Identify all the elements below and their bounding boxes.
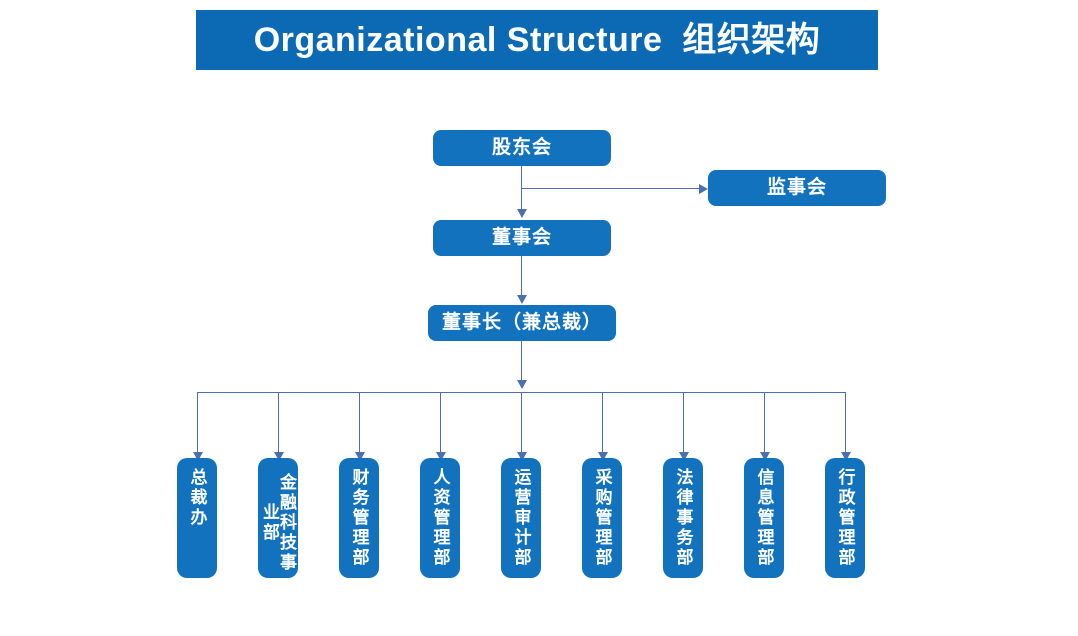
connector-drop-5 xyxy=(521,392,522,454)
connector-drop-9 xyxy=(845,392,846,454)
connector-drop-8 xyxy=(764,392,765,454)
arrow-down-icon-dept-9 xyxy=(841,452,851,461)
node-department-9-label: 行政管理部 xyxy=(835,468,855,568)
arrow-right-icon-supervisors xyxy=(699,184,708,194)
page-title: Organizational Structure 组织架构 xyxy=(253,21,821,59)
node-department-2[interactable]: 金融科技事业部 xyxy=(258,458,298,578)
node-department-6[interactable]: 采购管理部 xyxy=(582,458,622,578)
node-department-5[interactable]: 运营审计部 xyxy=(501,458,541,578)
node-supervisors-label: 监事会 xyxy=(766,177,827,199)
connector-board-to-chairman xyxy=(521,256,522,297)
arrow-down-icon-dept-3 xyxy=(355,452,365,461)
node-department-4-label: 人资管理部 xyxy=(430,468,450,568)
arrow-down-icon-dept-1 xyxy=(193,452,203,461)
title-banner: Organizational Structure 组织架构 xyxy=(196,10,878,70)
node-department-7-label: 法律事务部 xyxy=(673,468,693,568)
node-shareholders[interactable]: 股东会 xyxy=(433,130,611,166)
arrow-down-icon-chairman xyxy=(517,295,527,304)
node-department-1[interactable]: 总裁办 xyxy=(177,458,217,578)
node-department-4[interactable]: 人资管理部 xyxy=(420,458,460,578)
node-department-3[interactable]: 财务管理部 xyxy=(339,458,379,578)
node-department-8-label: 信息管理部 xyxy=(754,468,774,568)
connector-drop-6 xyxy=(602,392,603,454)
arrow-down-icon-dept-8 xyxy=(760,452,770,461)
arrow-down-icon-board xyxy=(517,209,527,218)
node-department-7[interactable]: 法律事务部 xyxy=(663,458,703,578)
node-shareholders-label: 股东会 xyxy=(491,137,552,159)
node-department-5-label: 运营审计部 xyxy=(511,468,531,568)
arrow-down-icon-dept-5 xyxy=(517,452,527,461)
connector-chairman-to-bus xyxy=(521,341,522,383)
arrow-down-icon-dept-6 xyxy=(598,452,608,461)
connector-drop-7 xyxy=(683,392,684,454)
node-department-3-label: 财务管理部 xyxy=(349,468,369,568)
node-department-6-label: 采购管理部 xyxy=(592,468,612,568)
node-chairman-label: 董事长（兼总裁） xyxy=(441,312,602,334)
node-board-label: 董事会 xyxy=(491,227,552,249)
connector-drop-2 xyxy=(278,392,279,454)
node-department-1-label: 总裁办 xyxy=(187,468,207,528)
arrow-down-icon-dept-2 xyxy=(274,452,284,461)
connector-drop-4 xyxy=(440,392,441,454)
arrow-down-icon-bus xyxy=(517,380,527,389)
node-department-9[interactable]: 行政管理部 xyxy=(825,458,865,578)
connector-drop-3 xyxy=(359,392,360,454)
arrow-down-icon-dept-7 xyxy=(679,452,689,461)
node-board[interactable]: 董事会 xyxy=(433,220,611,256)
connector-drop-1 xyxy=(197,392,198,454)
connector-shareholders-to-supervisors xyxy=(522,188,700,189)
node-supervisors[interactable]: 监事会 xyxy=(708,170,886,206)
arrow-down-icon-dept-4 xyxy=(436,452,446,461)
node-department-8[interactable]: 信息管理部 xyxy=(744,458,784,578)
node-chairman[interactable]: 董事长（兼总裁） xyxy=(428,305,616,341)
node-department-2-label: 金融科技事业部 xyxy=(260,473,296,573)
connector-shareholders-to-board xyxy=(521,166,522,211)
